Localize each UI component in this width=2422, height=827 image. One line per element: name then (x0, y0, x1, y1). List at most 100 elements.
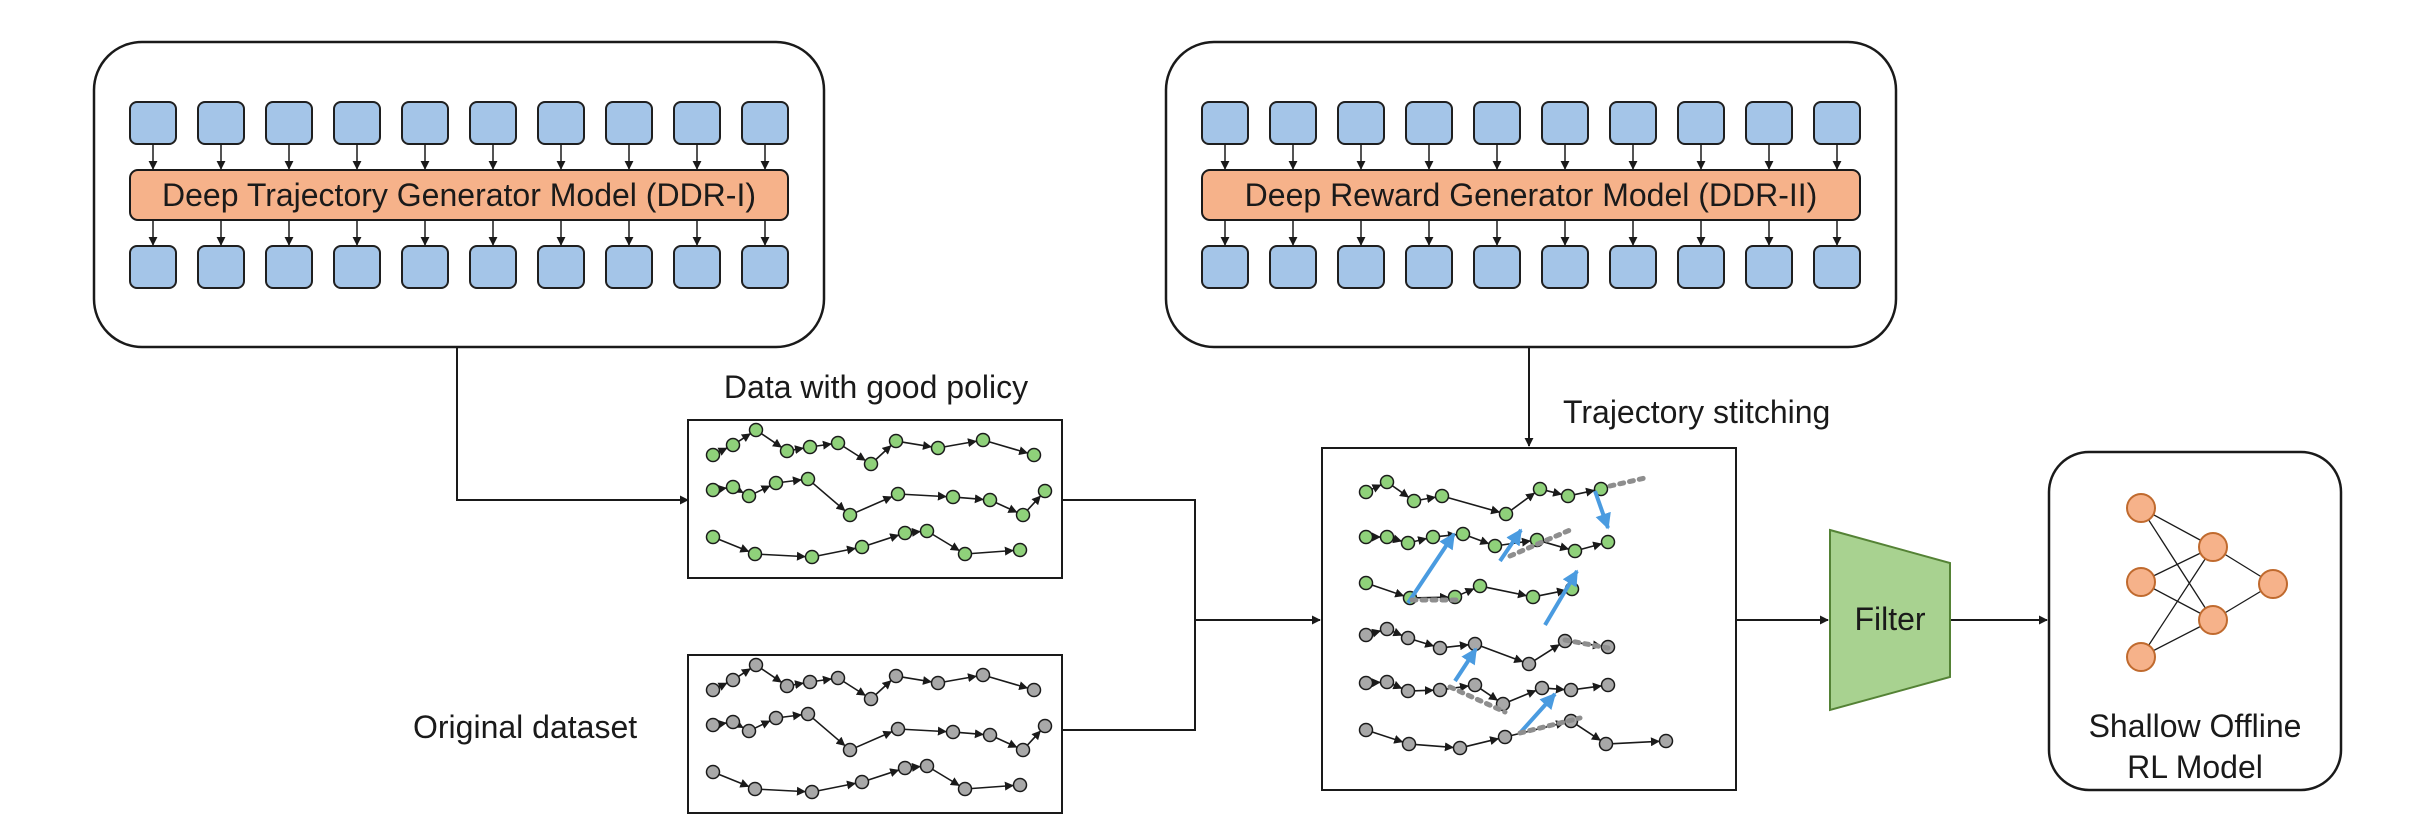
input-token (1609, 101, 1657, 145)
input-token (1541, 101, 1589, 145)
transition-arrow (761, 551, 806, 561)
nn-neuron (2258, 569, 2288, 599)
connector-good-data-merge (1062, 499, 1196, 731)
state-node (748, 657, 764, 673)
state-node (741, 723, 757, 739)
state-node (1560, 488, 1576, 504)
state-node (1563, 682, 1579, 698)
state-node (842, 742, 858, 758)
state-node (957, 781, 973, 797)
transition-arrow (761, 668, 782, 683)
state-node (1497, 729, 1513, 745)
transition-arrow (782, 711, 802, 721)
state-node (705, 447, 721, 463)
state-node (1358, 529, 1374, 545)
state-node (975, 432, 991, 448)
output-token (469, 245, 517, 289)
token-arrows (148, 144, 770, 246)
input-token (1813, 101, 1861, 145)
output-token (1813, 245, 1861, 289)
neural-network-icon (2126, 493, 2288, 672)
transition-arrow (1448, 497, 1501, 515)
state-node (1400, 683, 1416, 699)
transition-arrow (1511, 492, 1536, 511)
state-node (1598, 736, 1614, 752)
state-node (1015, 742, 1031, 758)
state-node (945, 724, 961, 740)
input-token (605, 101, 653, 145)
output-token (197, 245, 245, 289)
stitch-arrow (1518, 692, 1557, 735)
input-token (537, 101, 585, 145)
good-policy-label: Data with good policy (724, 369, 1028, 405)
state-node (982, 492, 998, 508)
stitch-arrow (1593, 490, 1611, 530)
transition-arrow (902, 676, 932, 685)
output-token (265, 245, 313, 289)
transition-arrow (761, 786, 806, 796)
state-node (747, 781, 763, 797)
transition-arrow (1534, 644, 1560, 661)
state-node (1498, 506, 1514, 522)
input-token (129, 101, 177, 145)
transition-arrow (1446, 641, 1469, 651)
state-node (725, 479, 741, 495)
state-node (1534, 680, 1550, 696)
state-node (863, 456, 879, 472)
state-node (1026, 682, 1042, 698)
transition-arrow (971, 781, 1014, 791)
transition-arrow (1539, 587, 1567, 597)
nn-neuron (2126, 567, 2156, 597)
state-node (919, 758, 935, 774)
stitching-links (1406, 475, 1648, 736)
transition-arrow (738, 668, 751, 678)
reward-generator-panel: Deep Reward Generator Model (DDR-II) (1164, 40, 1898, 349)
stitch-arrow (1406, 532, 1456, 605)
transition-arrow (989, 676, 1029, 691)
transition-arrow (1509, 689, 1537, 703)
input-token (333, 101, 381, 145)
transition-arrow (1372, 584, 1405, 598)
stitch-dotted-link (1517, 715, 1583, 736)
transition-arrow (1371, 484, 1382, 493)
transition-arrow (911, 527, 921, 537)
state-node (1379, 474, 1395, 490)
transition-arrow (875, 680, 892, 695)
transition-arrow (843, 446, 866, 461)
stitch-arrow (1543, 569, 1579, 627)
nn-neuron (2126, 642, 2156, 672)
state-node (1012, 542, 1028, 558)
output-token (1541, 245, 1589, 289)
transition-arrow (1392, 534, 1403, 544)
transition-arrow (959, 494, 984, 504)
transition-arrow (944, 438, 977, 448)
transition-arrow (1466, 736, 1500, 748)
transition-arrow (1414, 536, 1428, 545)
transition-arrow (1548, 684, 1565, 694)
state-node (1567, 543, 1583, 559)
transition-arrow (1574, 487, 1596, 497)
state-node (779, 678, 795, 694)
nn-neuron (2126, 493, 2156, 523)
connector-ddr1-to-good-data (456, 348, 689, 505)
original-trajectories (705, 657, 1053, 800)
state-node (1455, 526, 1471, 542)
output-token-row (129, 245, 789, 289)
rl-model-frame (2047, 450, 2343, 792)
state-node (1434, 488, 1450, 504)
state-node (804, 784, 820, 800)
transition-arrow (754, 485, 771, 494)
output-token (741, 245, 789, 289)
input-token (1337, 101, 1385, 145)
input-token (1677, 101, 1725, 145)
state-node (747, 546, 763, 562)
filter-label: Filter (1854, 601, 1925, 637)
transition-arrow (996, 502, 1018, 513)
transition-arrow (1486, 586, 1528, 599)
transition-arrow (812, 482, 846, 512)
state-node (945, 489, 961, 505)
transition-arrow (1576, 724, 1601, 741)
output-token (673, 245, 721, 289)
state-node (1525, 589, 1541, 605)
nn-neuron (2198, 605, 2228, 635)
